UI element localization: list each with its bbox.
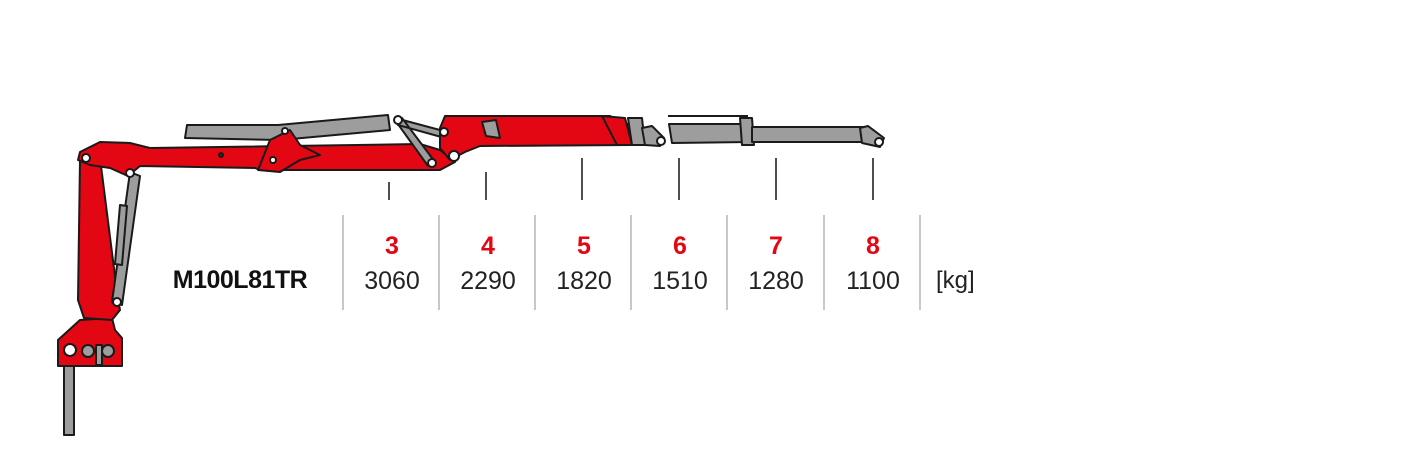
crane-base bbox=[57, 317, 123, 367]
outer-boom-cylinder bbox=[184, 114, 391, 141]
load-value: 1820 bbox=[556, 267, 612, 295]
main-column bbox=[77, 157, 121, 321]
load-column: 5 1820 bbox=[534, 215, 632, 310]
load-value: 2290 bbox=[460, 267, 516, 295]
load-column: 7 1280 bbox=[726, 215, 824, 310]
reach-label: 5 bbox=[577, 232, 591, 260]
load-column: 4 2290 bbox=[438, 215, 536, 310]
extension-boom-2 bbox=[751, 126, 864, 143]
load-value: 1510 bbox=[652, 267, 708, 295]
load-column: 6 1510 bbox=[630, 215, 728, 310]
load-column: 8 1100 bbox=[823, 215, 921, 310]
reach-label: 3 bbox=[385, 232, 399, 260]
column-post bbox=[63, 359, 75, 436]
reach-label: 6 bbox=[673, 232, 687, 260]
load-value: 1100 bbox=[846, 267, 900, 295]
load-value: 3060 bbox=[364, 267, 420, 295]
model-name: M100L81TR bbox=[172, 266, 308, 294]
load-value: 1280 bbox=[748, 267, 804, 295]
extension-boom-1 bbox=[668, 123, 751, 144]
column-divider bbox=[919, 215, 921, 310]
outer-boom bbox=[439, 115, 633, 161]
reach-label: 7 bbox=[769, 232, 783, 260]
load-column: 3 3060 bbox=[342, 215, 440, 310]
reach-label: 8 bbox=[866, 232, 880, 260]
unit-label: [kg] bbox=[936, 267, 975, 294]
reach-label: 4 bbox=[481, 232, 495, 260]
